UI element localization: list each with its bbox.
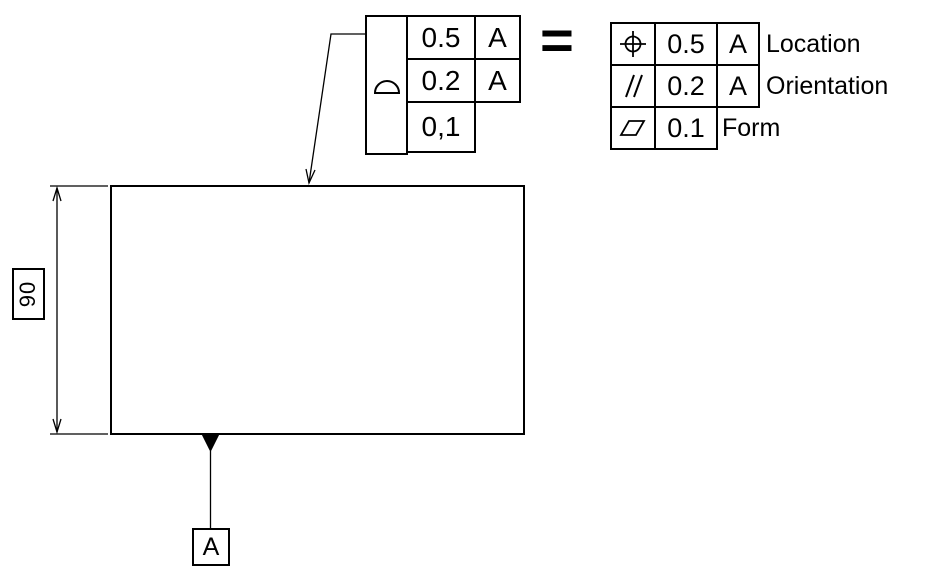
equals-sign: = xyxy=(540,9,574,72)
expanded-row1-symbol-cell xyxy=(610,22,656,66)
position-icon xyxy=(618,29,648,59)
profile-of-a-surface-icon xyxy=(371,74,403,96)
expanded-row3-value: 0.1 xyxy=(654,106,718,150)
composite-frame-row2-value: 0.2 xyxy=(406,58,476,103)
expanded-row2-datum: A xyxy=(716,64,760,108)
part-outline xyxy=(110,185,525,435)
expanded-row1-label: Location xyxy=(766,29,861,58)
composite-frame-row1-value: 0.5 xyxy=(406,15,476,60)
leader-arrow-icon xyxy=(305,168,316,186)
composite-frame-row3-value: 0,1 xyxy=(406,101,476,153)
composite-frame-row1-datum: A xyxy=(474,15,521,60)
dimension-value-box: 90 xyxy=(12,268,45,320)
datum-label-box: A xyxy=(192,528,230,566)
flatness-icon xyxy=(617,114,649,142)
expanded-row2-value: 0.2 xyxy=(654,64,718,108)
parallelism-icon xyxy=(618,72,648,100)
dimension-arrow-top-icon xyxy=(52,185,62,202)
expanded-row2-label: Orientation xyxy=(766,71,889,100)
composite-frame-row2-datum: A xyxy=(474,58,521,103)
dimension-arrow-bottom-icon xyxy=(52,418,62,435)
expanded-row3-label: Form xyxy=(722,113,781,142)
dimension-value: 90 xyxy=(15,280,41,308)
leader-line xyxy=(308,33,365,184)
expanded-row1-datum: A xyxy=(716,22,760,66)
composite-frame-symbol-cell xyxy=(365,15,408,155)
expanded-row1-value: 0.5 xyxy=(654,22,718,66)
expanded-row2-symbol-cell xyxy=(610,64,656,108)
datum-triangle-icon xyxy=(201,433,220,453)
expanded-row3-symbol-cell xyxy=(610,106,656,150)
